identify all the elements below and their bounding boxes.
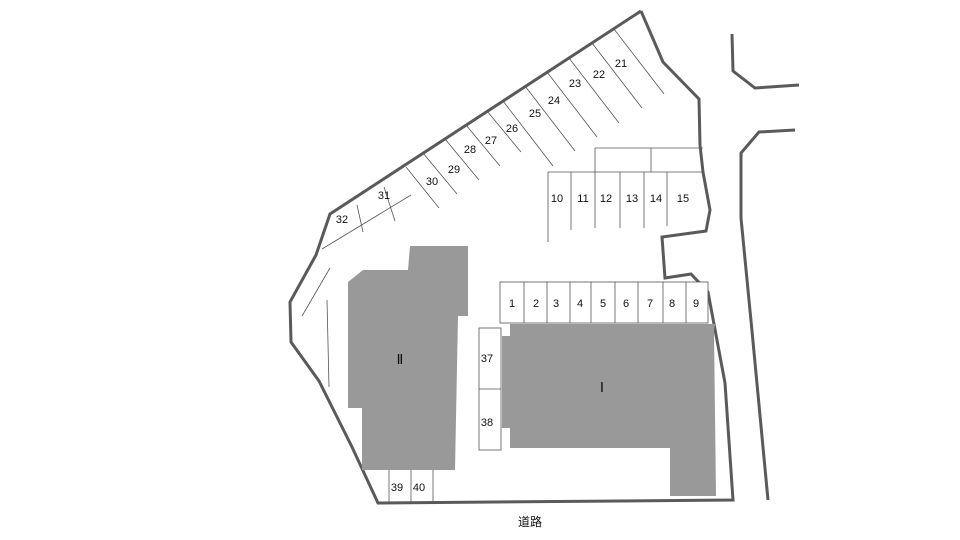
curb-line-left-2: [326, 299, 330, 388]
road-label: 道路: [518, 514, 542, 529]
parking-space-30: 30: [426, 176, 438, 188]
road-edge-upper: [730, 33, 800, 90]
parking-space-2: 2: [533, 298, 539, 310]
parking-row-21-30: 21 22 23 24 25 26 27 28 29 30: [405, 28, 665, 209]
parking-space-31: 31: [378, 190, 390, 202]
parking-space-38: 38: [481, 417, 493, 429]
parking-space-39: 39: [391, 482, 403, 494]
curb-line-left-1: [301, 267, 331, 317]
parking-space-7: 7: [647, 298, 653, 310]
parking-space-24: 24: [548, 95, 560, 107]
parking-space-29: 29: [448, 164, 460, 176]
parking-space-40: 40: [413, 482, 425, 494]
parking-row-31-32: 31 32: [321, 186, 412, 250]
parking-row-39-40: 39 40: [388, 470, 434, 502]
parking-space-25: 25: [529, 108, 541, 120]
parking-space-37: 37: [481, 353, 493, 365]
parking-space-32: 32: [336, 214, 348, 226]
parking-space-1: 1: [509, 298, 515, 310]
parking-space-14: 14: [650, 193, 662, 205]
building-1: [502, 324, 716, 496]
parking-row-37-38: 37 38: [478, 327, 502, 451]
parking-space-22: 22: [593, 69, 605, 81]
parking-space-12: 12: [600, 193, 612, 205]
parking-space-15: 15: [677, 193, 689, 205]
building-1-label: Ⅰ: [600, 381, 604, 396]
parking-space-11: 11: [577, 193, 588, 205]
parking-space-6: 6: [623, 298, 629, 310]
parking-space-3: 3: [553, 298, 559, 310]
building-2-label: Ⅱ: [397, 353, 404, 368]
road-edge-lower: [739, 128, 796, 501]
parking-row-10-15: 10 11 12 13 14 15: [547, 147, 703, 242]
parking-row-1-9: 1 2 3 4 5 6 7 8 9: [499, 281, 709, 324]
parking-space-21: 21: [615, 58, 627, 70]
parking-space-9: 9: [693, 298, 699, 310]
parking-space-5: 5: [600, 298, 606, 310]
parking-space-26: 26: [506, 123, 518, 135]
parking-space-27: 27: [485, 135, 497, 147]
parking-space-8: 8: [669, 298, 675, 310]
parking-space-23: 23: [569, 78, 581, 90]
building-2: [348, 246, 468, 470]
parking-space-4: 4: [577, 298, 583, 310]
parking-space-10: 10: [551, 193, 563, 205]
parking-space-13: 13: [626, 193, 638, 205]
parking-space-28: 28: [464, 144, 476, 156]
